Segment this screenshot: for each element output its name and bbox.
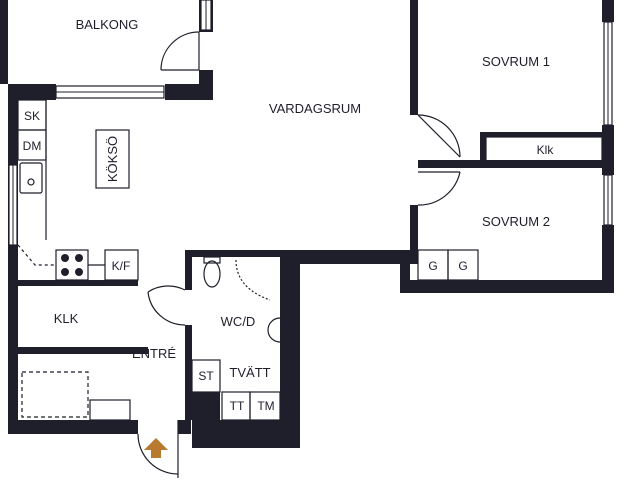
- room-label-klk: KLK: [54, 311, 79, 326]
- fixture-labels: SK DM K/F Klk G G ST TT TM: [23, 109, 555, 413]
- entre-rug: [21, 371, 89, 418]
- stove-burners: [61, 254, 83, 276]
- wall-living-east: [410, 0, 418, 115]
- kitchen-island: [95, 129, 130, 189]
- fixture-label-st: ST: [198, 369, 214, 383]
- tm-unit: [249, 391, 281, 421]
- doors: [137, 31, 461, 478]
- fixture-label-dm: DM: [23, 139, 42, 153]
- toilet: [203, 260, 221, 288]
- wall-klk-entre: [18, 347, 148, 354]
- fixture-label-g1: G: [428, 259, 437, 273]
- fixture-label-g2: G: [458, 259, 467, 273]
- wall-bedroom2-left: [400, 255, 410, 293]
- wall-south-left: [8, 420, 138, 434]
- room-label-sovrum1: SOVRUM 1: [482, 54, 550, 69]
- wall-east-low: [602, 225, 614, 293]
- wall-bedroom2-bottom: [400, 280, 614, 293]
- wardrobe-g2: [447, 249, 479, 281]
- room-label-sovrum2: SOVRUM 2: [482, 214, 550, 229]
- wall-bedroom-divider: [418, 160, 613, 168]
- entre-bench: [89, 399, 131, 421]
- room-labels: BALKONG VARDAGSRUM SOVRUM 1 SOVRUM 2 KÖK…: [54, 17, 550, 380]
- fixture-label-tm: TM: [257, 399, 274, 413]
- wall-tvatt-bottom-right: [220, 420, 300, 448]
- entrance-arrow-icon: [144, 438, 168, 458]
- wall-closet-left: [480, 132, 486, 162]
- fixtures: [17, 99, 603, 421]
- window-lines: [12, 0, 609, 245]
- fixture-label-kf: K/F: [112, 259, 131, 273]
- wall-east-mid: [602, 125, 614, 175]
- st-cabinet: [191, 359, 221, 393]
- fixture-label-tt: TT: [230, 399, 245, 413]
- wall-south-right: [178, 420, 191, 434]
- wall-corridor: [280, 250, 415, 264]
- room-label-vardagsrum: VARDAGSRUM: [269, 101, 361, 116]
- wall-west: [8, 84, 18, 434]
- wall-kitchen-bottom: [18, 280, 138, 286]
- wall-wc-left: [185, 250, 192, 290]
- wall-wc-left-lower: [185, 325, 192, 420]
- room-label-entre: ENTRÉ: [132, 346, 176, 361]
- room-label-balkong: BALKONG: [76, 17, 139, 32]
- wall-closet-top: [480, 132, 610, 137]
- fixture-label-sk: SK: [24, 109, 40, 123]
- windows: [8, 0, 613, 246]
- room-label-tvatt: TVÄTT: [229, 365, 270, 380]
- wall-east-top: [602, 0, 614, 22]
- stove: [55, 249, 89, 281]
- wall-wc-right: [280, 250, 300, 448]
- wall-north-left: [8, 84, 56, 100]
- klk-closet: [485, 136, 603, 163]
- room-label-kok: KÖKSÖ: [105, 136, 120, 182]
- fixture-label-klk-closet: Klk: [537, 143, 555, 157]
- walls: [0, 0, 614, 448]
- wall-wc-top: [185, 250, 280, 257]
- balcony-wall-left: [0, 0, 8, 84]
- wall-north-mid: [165, 84, 213, 100]
- wc-sink: [267, 317, 281, 343]
- wall-tvatt-bottom: [192, 392, 220, 448]
- sink: [19, 162, 43, 194]
- room-label-wcd: WC/D: [221, 314, 256, 329]
- wall-living-east-lower: [410, 205, 418, 264]
- shower-curtain: [235, 259, 271, 301]
